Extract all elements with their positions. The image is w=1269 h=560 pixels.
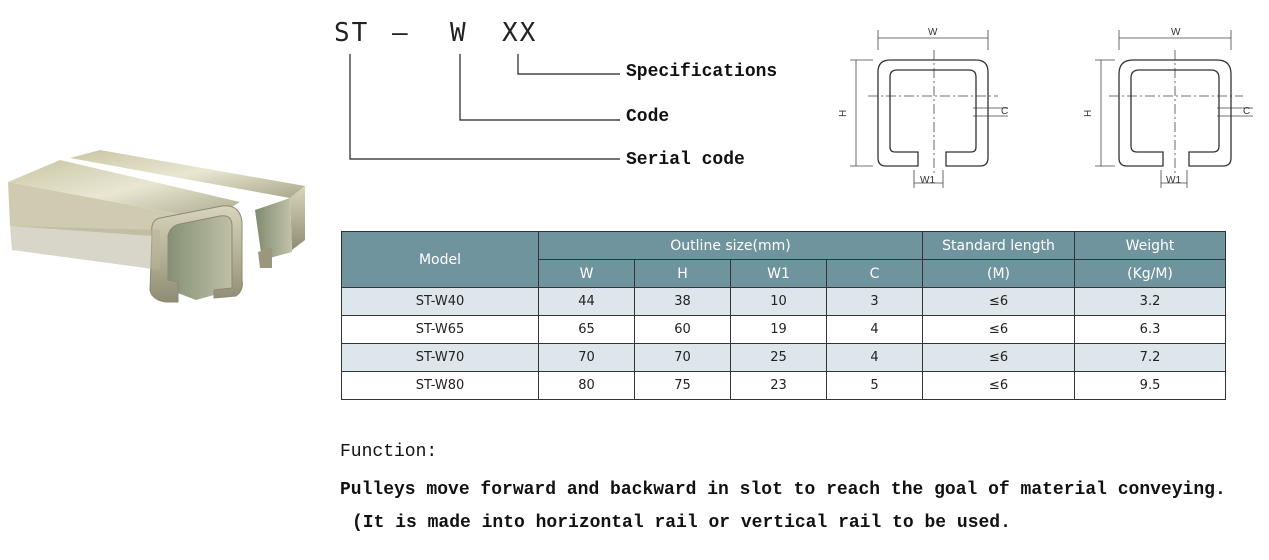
profile-drawing-2: W H C W1 — [1083, 27, 1253, 188]
header-length-unit: (M) — [922, 259, 1076, 288]
dim-w1: W1 — [920, 175, 935, 186]
dim-c: C — [1243, 106, 1250, 117]
header-standard-length: Standard length — [922, 231, 1076, 260]
cell-w: 65 — [538, 315, 635, 344]
cell-w1: 25 — [730, 343, 827, 372]
code-leader-lines — [349, 54, 620, 160]
cell-length: ≤6 — [922, 343, 1076, 372]
cell-w1: 10 — [730, 287, 827, 316]
rail-back — [70, 150, 305, 268]
cell-c: 5 — [825, 371, 924, 400]
dim-w: W — [928, 27, 938, 38]
cell-model: ST-W40 — [341, 287, 539, 316]
cell-w: 70 — [538, 343, 635, 372]
dim-w1: W1 — [1166, 175, 1181, 186]
function-heading: Function: — [340, 442, 438, 462]
cell-model: ST-W65 — [341, 315, 539, 344]
cell-h: 60 — [634, 315, 731, 344]
cell-model: ST-W80 — [341, 371, 539, 400]
cell-w1: 19 — [730, 315, 827, 344]
code-prefix: ST — [334, 18, 370, 48]
table-row: ST-W40 44 38 10 3 ≤6 3.2 — [341, 287, 1227, 316]
header-weight: Weight — [1074, 231, 1227, 260]
cell-weight: 6.3 — [1074, 315, 1227, 344]
cell-w: 44 — [538, 287, 635, 316]
header-w: W — [538, 259, 635, 288]
cell-weight: 7.2 — [1074, 343, 1227, 372]
table-row: ST-W70 70 70 25 4 ≤6 7.2 — [341, 343, 1227, 372]
cell-h: 38 — [634, 287, 731, 316]
cell-h: 75 — [634, 371, 731, 400]
header-outline-size: Outline size(mm) — [537, 231, 924, 260]
header-c: C — [825, 259, 924, 288]
cell-c: 4 — [825, 315, 924, 344]
header-weight-unit: (Kg/M) — [1074, 259, 1227, 288]
spec-table: Model Outline size(mm) Standard length W… — [341, 231, 1227, 400]
dim-h: H — [1083, 110, 1094, 117]
dim-c: C — [1001, 106, 1008, 117]
header-model: Model — [341, 231, 539, 288]
cell-length: ≤6 — [922, 315, 1076, 344]
dim-h: H — [838, 110, 849, 117]
cell-model: ST-W70 — [341, 343, 539, 372]
code-letter: W — [450, 18, 468, 48]
cell-w: 80 — [538, 371, 635, 400]
label-serial-code: Serial code — [626, 150, 745, 170]
model-code-diagram: ST — W XX Specifications Code Serial cod… — [330, 14, 810, 184]
dim-w: W — [1171, 27, 1181, 38]
table-row: ST-W65 65 60 19 4 ≤6 6.3 — [341, 315, 1227, 344]
table-header-row: Model Outline size(mm) Standard length W… — [341, 231, 1227, 288]
cell-length: ≤6 — [922, 371, 1076, 400]
table-subheader-row: W H W1 C (M) (Kg/M) — [342, 259, 1227, 288]
cell-weight: 9.5 — [1074, 371, 1227, 400]
header-w1: W1 — [730, 259, 827, 288]
product-photo — [8, 150, 305, 303]
function-line-1: Pulleys move forward and backward in slo… — [340, 480, 1226, 500]
cell-c: 4 — [825, 343, 924, 372]
cell-h: 70 — [634, 343, 731, 372]
rail-front — [8, 160, 243, 303]
cell-length: ≤6 — [922, 287, 1076, 316]
label-specifications: Specifications — [626, 62, 778, 82]
code-dash: — — [392, 18, 410, 48]
function-line-2: (It is made into horizontal rail or vert… — [352, 513, 1011, 533]
header-h: H — [634, 259, 731, 288]
cell-w1: 23 — [730, 371, 827, 400]
code-spec: XX — [502, 18, 538, 48]
table-row: ST-W80 80 75 23 5 ≤6 9.5 — [341, 371, 1227, 400]
label-code: Code — [626, 107, 670, 127]
profile-drawing-1: W H C W1 — [838, 27, 1008, 188]
cell-weight: 3.2 — [1074, 287, 1227, 316]
cell-c: 3 — [825, 287, 924, 316]
